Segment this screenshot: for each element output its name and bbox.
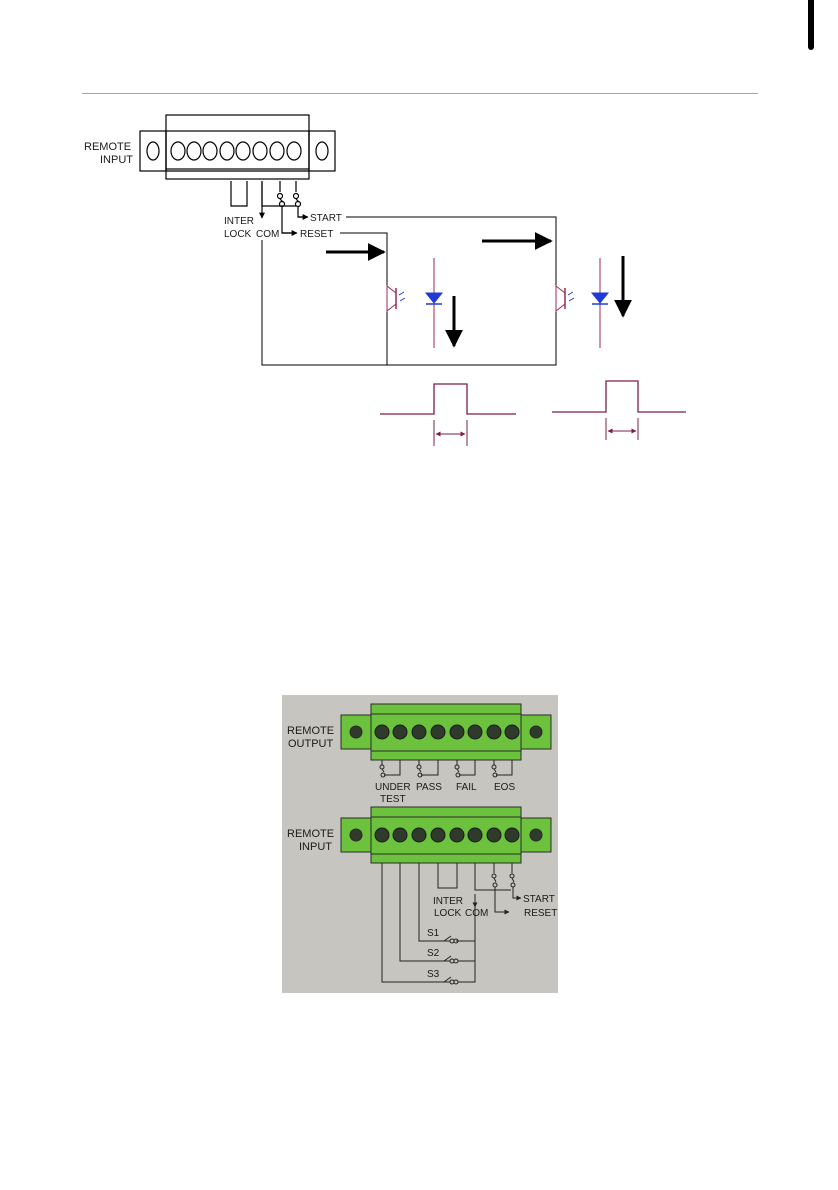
pulse-waveform-1: [380, 384, 516, 414]
input-interlock-label-2: LOCK: [434, 908, 462, 919]
output-label-line2: OUTPUT: [288, 738, 334, 750]
switch-s1-label: S1: [427, 928, 440, 939]
remote-input-circuit-diagram: REMOTE INPUT INTER LOCK COM: [0, 100, 838, 460]
input-reset-label: RESET: [524, 908, 557, 919]
connector-label-line1: REMOTE: [84, 141, 131, 153]
interlock-jumper: [231, 181, 247, 206]
header-rule: [82, 93, 758, 94]
input-interlock-label-1: INTER: [433, 896, 463, 907]
output-label-line1: REMOTE: [287, 725, 334, 737]
pulse-waveform-2: [552, 381, 686, 412]
optocoupler-1: [387, 258, 442, 348]
interlock-label-line2: LOCK: [224, 229, 252, 240]
input-label-line1: REMOTE: [287, 828, 334, 840]
connector-label-line2: INPUT: [100, 154, 133, 166]
interlock-label-line1: INTER: [224, 216, 254, 227]
pass-label: PASS: [416, 782, 442, 793]
under-test-label-1: UNDER: [375, 782, 411, 793]
com-label: COM: [256, 229, 279, 240]
start-label: START: [310, 213, 342, 224]
remote-io-panel-diagram: REMOTE OUTPUT UNDER TEST PASS FAIL EOS R…: [0, 695, 838, 995]
terminal-screw-holes: [171, 142, 301, 160]
input-com-label: COM: [465, 908, 488, 919]
optocoupler-2: [556, 258, 608, 348]
input-start-label: START: [523, 894, 555, 905]
page-tab-marker: [808, 0, 814, 50]
under-test-label-2: TEST: [380, 794, 406, 805]
switch-s3-label: S3: [427, 969, 440, 980]
switch-s2-label: S2: [427, 948, 440, 959]
output-relay-contacts: [380, 760, 512, 777]
eos-label: EOS: [494, 782, 515, 793]
fail-label: FAIL: [456, 782, 477, 793]
input-wiring: [382, 863, 518, 982]
reset-label: RESET: [300, 229, 333, 240]
start-reset-switches: [262, 181, 306, 233]
input-label-line2: INPUT: [299, 841, 332, 853]
external-switches: [444, 936, 458, 984]
terminal-block-connector: [140, 115, 335, 179]
